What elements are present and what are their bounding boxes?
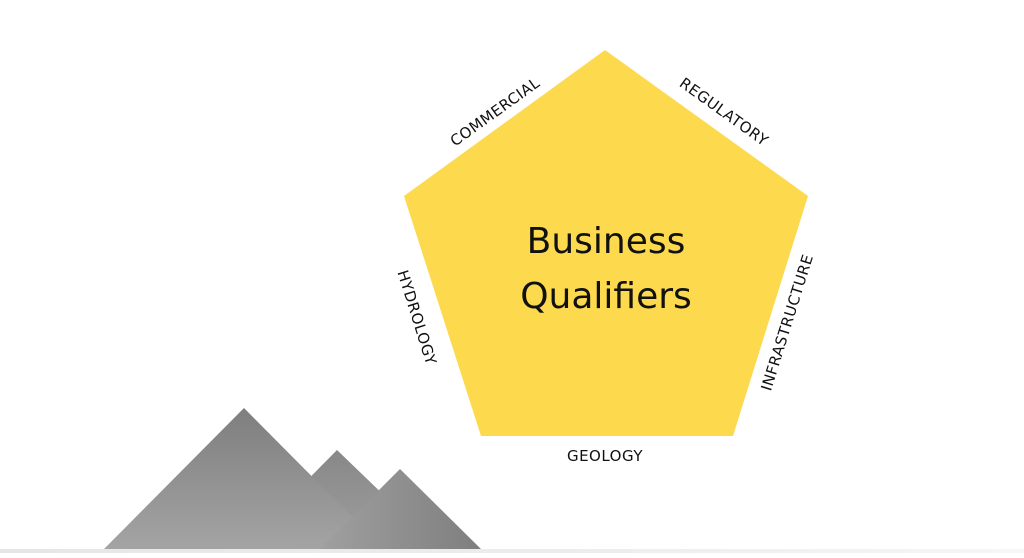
center-title-line-1: Business [527,221,686,262]
side-label-geology: GEOLOGY [567,447,643,465]
business-qualifiers-pentagon [404,50,808,436]
mountain-small [319,469,482,550]
mountains-icon [103,408,482,550]
center-title-line-2: Qualifiers [520,276,692,317]
bottom-bar [0,549,1024,553]
mountain-large [103,408,385,550]
